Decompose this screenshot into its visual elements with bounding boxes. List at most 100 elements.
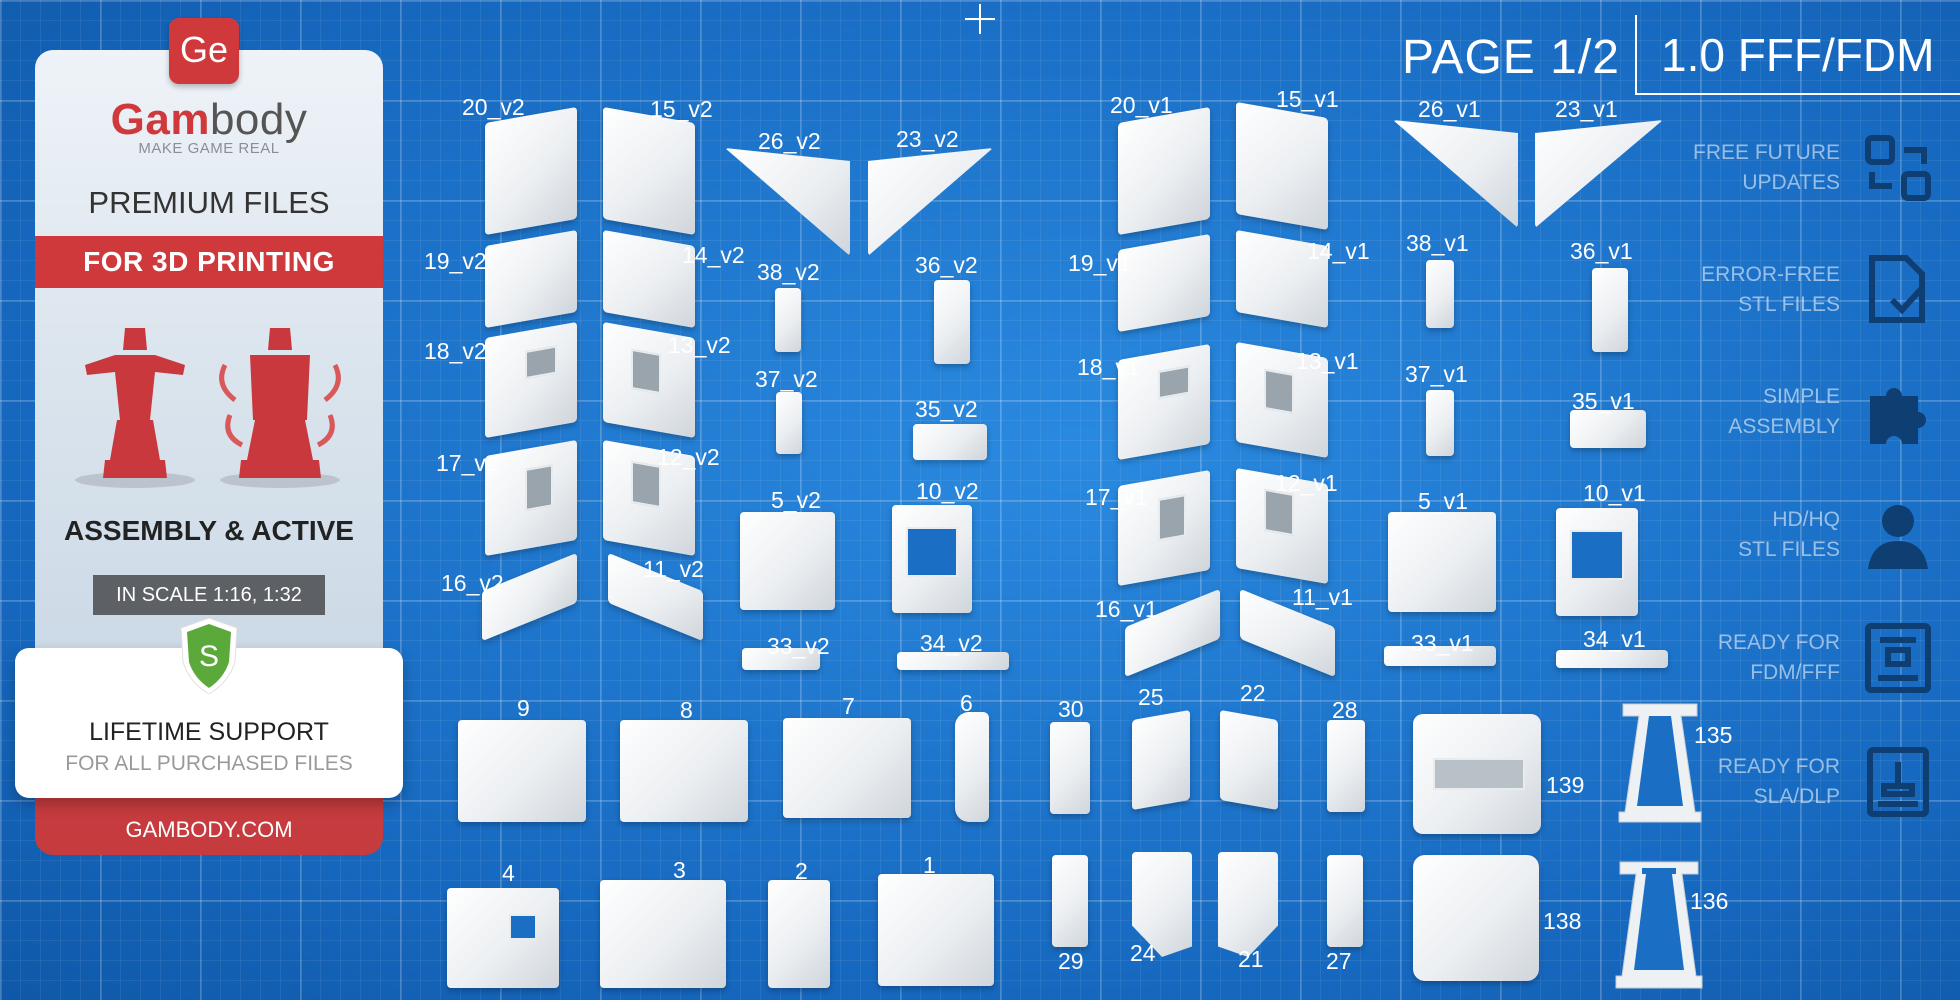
part-label: 9 <box>517 695 530 721</box>
part-33-v1 <box>1384 646 1496 666</box>
feature-line: STL FILES <box>1738 538 1840 561</box>
part-label: 17_v2 <box>436 450 499 476</box>
updates-icon <box>1865 135 1931 201</box>
shield-icon: S <box>180 618 238 694</box>
part-label: 38_v1 <box>1406 230 1469 256</box>
part-30 <box>1050 722 1090 814</box>
part-15-v2 <box>603 106 695 236</box>
part-26-v1 <box>1393 120 1518 228</box>
part-1 <box>878 874 994 986</box>
part-label: 19_v1 <box>1068 250 1131 276</box>
feature-line: READY FOR <box>1717 631 1840 654</box>
site-link[interactable]: GAMBODY.COM <box>125 817 293 842</box>
part-34-v2 <box>897 652 1009 670</box>
part-20-v2 <box>485 106 577 236</box>
part-label: 15_v2 <box>650 96 713 122</box>
feature-line: HD/HQ <box>1772 508 1840 531</box>
part-label: 20_v2 <box>462 94 525 120</box>
part-label: 10_v2 <box>916 478 979 504</box>
shield-letter: S <box>199 640 219 673</box>
part-label: 12_v1 <box>1275 470 1338 496</box>
support-title: LIFETIME SUPPORT <box>89 718 329 746</box>
brand-name-part1: Gam <box>110 95 210 144</box>
part-label: 18_v1 <box>1077 354 1140 380</box>
part-label: 34_v1 <box>1583 626 1646 652</box>
part-26-v2 <box>725 148 850 256</box>
part-22 <box>1220 709 1278 811</box>
part-2 <box>768 880 830 988</box>
part-label: 15_v1 <box>1276 86 1339 112</box>
puzzle-icon <box>1870 388 1926 444</box>
part-9 <box>458 720 586 822</box>
part-6 <box>955 712 989 822</box>
feature-line: SLA/DLP <box>1753 785 1840 808</box>
part-37-v1 <box>1426 390 1454 456</box>
part-label: 3 <box>673 857 686 883</box>
part-38-v1 <box>1426 260 1454 328</box>
file-check-icon <box>1869 255 1925 323</box>
part-7 <box>783 718 911 818</box>
part-label: 26_v2 <box>758 128 821 154</box>
part-label: 12_v2 <box>657 444 720 470</box>
part-label: 16_v1 <box>1095 596 1158 622</box>
part-5-v1 <box>1388 512 1496 612</box>
part-15-v1 <box>1236 101 1328 231</box>
scale-badge: IN SCALE 1:16, 1:32 <box>93 575 325 615</box>
lifetime-support-box: S LIFETIME SUPPORT FOR ALL PURCHASED FIL… <box>15 618 403 798</box>
print-tech-label: 1.0 FFF/FDM <box>1635 15 1960 95</box>
feature-line: ASSEMBLY <box>1728 415 1840 438</box>
part-label: 28 <box>1332 697 1358 723</box>
brand-tagline: MAKE GAME REAL <box>138 140 280 157</box>
part-label: 2 <box>795 858 808 884</box>
part-27 <box>1327 855 1363 947</box>
brand-name-part2: body <box>209 95 308 144</box>
page-indicator: PAGE 1/2 <box>1402 31 1620 84</box>
part-label: 29 <box>1058 948 1084 974</box>
feature-assembly: SIMPLE ASSEMBLY <box>1620 382 1840 442</box>
part-label: 33_v1 <box>1411 630 1474 656</box>
part-4 <box>447 888 559 988</box>
part-10-v2 <box>892 505 972 613</box>
part-label: 135 <box>1694 722 1733 748</box>
part-label: 18_v2 <box>424 338 487 364</box>
crosshair-icon <box>965 4 995 34</box>
feature-line: READY FOR <box>1717 755 1840 778</box>
part-label: 37_v2 <box>755 366 818 392</box>
feature-line: SIMPLE <box>1762 385 1840 408</box>
feature-sla: READY FOR SLA/DLP <box>1620 752 1840 812</box>
part-label: 14_v1 <box>1307 238 1370 264</box>
part-label: 38_v2 <box>757 259 820 285</box>
part-19-v2 <box>485 229 577 329</box>
part-label: 27 <box>1326 948 1352 974</box>
part-25 <box>1132 709 1190 811</box>
part-5-v2 <box>740 512 835 610</box>
part-label: 13_v2 <box>668 332 731 358</box>
part-36-v1 <box>1592 268 1628 352</box>
promo-card: Ge Gambody MAKE GAME REAL PREMIUM FILES … <box>15 18 403 855</box>
premium-files-heading: PREMIUM FILES <box>88 185 330 220</box>
for-3d-printing-band: FOR 3D PRINTING <box>35 236 383 288</box>
part-label: 7 <box>842 693 855 719</box>
part-label: 4 <box>502 860 515 886</box>
fdm-printer-icon <box>1865 623 1931 693</box>
part-36-v2 <box>934 280 970 364</box>
part-label: 138 <box>1543 908 1582 934</box>
part-label: 11_v2 <box>643 556 704 582</box>
part-label: 35_v1 <box>1572 388 1635 414</box>
part-18-v2 <box>485 321 577 439</box>
part-21 <box>1218 852 1278 957</box>
part-label: 13_v1 <box>1296 348 1359 374</box>
part-20-v1 <box>1118 106 1210 236</box>
part-label: 5_v1 <box>1418 488 1468 514</box>
part-label: 21 <box>1238 946 1264 972</box>
part-label: 5_v2 <box>771 487 821 513</box>
part-label: 22 <box>1240 680 1266 706</box>
part-label: 23_v1 <box>1555 96 1618 122</box>
part-label: 17_v1 <box>1085 484 1148 510</box>
part-label: 23_v2 <box>896 126 959 152</box>
assembly-active-heading: ASSEMBLY & ACTIVE <box>64 515 354 546</box>
part-8 <box>620 720 748 822</box>
part-34-v1 <box>1556 650 1668 668</box>
